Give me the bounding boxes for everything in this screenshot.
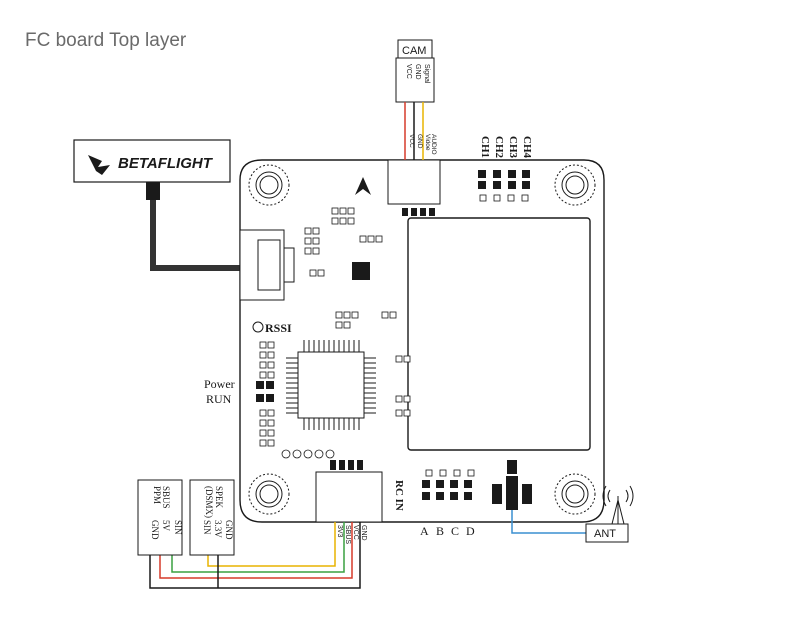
fc-board <box>239 159 605 523</box>
power-label: Power <box>204 377 235 391</box>
camera-label: CAM <box>402 45 426 57</box>
sbus-gnd-label: GND <box>150 520 160 540</box>
run-label: RUN <box>206 392 232 406</box>
ppm-label: PPM <box>152 486 162 504</box>
mcu-chip <box>286 340 376 430</box>
rc-in-label: RC IN <box>393 480 405 511</box>
rssi-label: RSSI <box>265 321 292 335</box>
ch2-label: CH2 <box>493 136 505 159</box>
bottom-channel-a: A <box>420 524 429 538</box>
mount-hole-tl <box>248 164 290 206</box>
betaflight-logo-box: BETAFLIGHT <box>73 139 231 183</box>
cam-wire-video: Vidoe <box>424 134 431 151</box>
spek-sin-label: SIN <box>202 520 212 535</box>
antenna-label: ANT <box>594 528 616 540</box>
bird-icon <box>88 155 110 175</box>
cam-pin-vcc: VCC <box>405 64 412 79</box>
mount-hole-bl <box>248 473 290 515</box>
ch1-label: CH1 <box>479 136 491 158</box>
rc-pin-3v3: 3V3 <box>336 525 343 538</box>
dsmx-label: (DSMX) <box>204 486 214 518</box>
antenna-box <box>585 523 629 543</box>
ch3-label: CH3 <box>507 136 519 159</box>
ch4-label: CH4 <box>521 136 533 159</box>
rc-pin-gnd: GND <box>360 525 367 541</box>
spek-gnd-label: GND <box>224 520 234 540</box>
vtx-module <box>407 217 591 451</box>
diagram-title: FC board Top layer <box>25 30 187 51</box>
antenna-icon <box>602 485 634 525</box>
camera-block: CAM Signal GND VCC AUDIO Vidoe GND VCC <box>395 39 437 160</box>
cam-connector <box>387 159 441 205</box>
cam-wire-gnd: GND <box>416 134 423 149</box>
bottom-channel-b: B <box>436 524 444 538</box>
mount-hole-tr <box>554 164 596 206</box>
cam-wire-vcc: VCC <box>408 134 415 148</box>
cam-pin-gnd: GND <box>414 64 421 80</box>
imu-chip <box>352 262 370 280</box>
spek-label: SPEK <box>214 486 224 509</box>
cam-pin-signal: Signal <box>423 64 430 84</box>
sbus-sin-label: SIN <box>173 520 183 535</box>
side-connector <box>239 229 295 301</box>
spek-33v-label: 3.3V <box>213 520 223 538</box>
bottom-channel-d: D <box>466 524 475 538</box>
spek-receiver-box: SPEK (DSMX) GND 3.3V SIN <box>189 479 235 556</box>
cam-wire-audio: AUDIO <box>430 134 437 155</box>
mount-hole-br <box>554 473 596 515</box>
rc-connector <box>315 471 383 523</box>
bottom-channel-pads <box>422 480 472 500</box>
bottom-channel-c: C <box>451 524 459 538</box>
sbus-receiver-box: SBUS PPM SIN 5V GND <box>137 479 183 556</box>
ch-top-pads <box>478 170 530 189</box>
direction-arrow-icon <box>355 177 371 195</box>
rc-pin-sbus: SBUS <box>344 525 351 544</box>
sbus-5v-label: 5V <box>161 520 171 532</box>
rc-pin-vcc: VCC <box>352 525 359 540</box>
sbus-label: SBUS <box>161 486 171 509</box>
betaflight-label: BETAFLIGHT <box>118 155 214 172</box>
